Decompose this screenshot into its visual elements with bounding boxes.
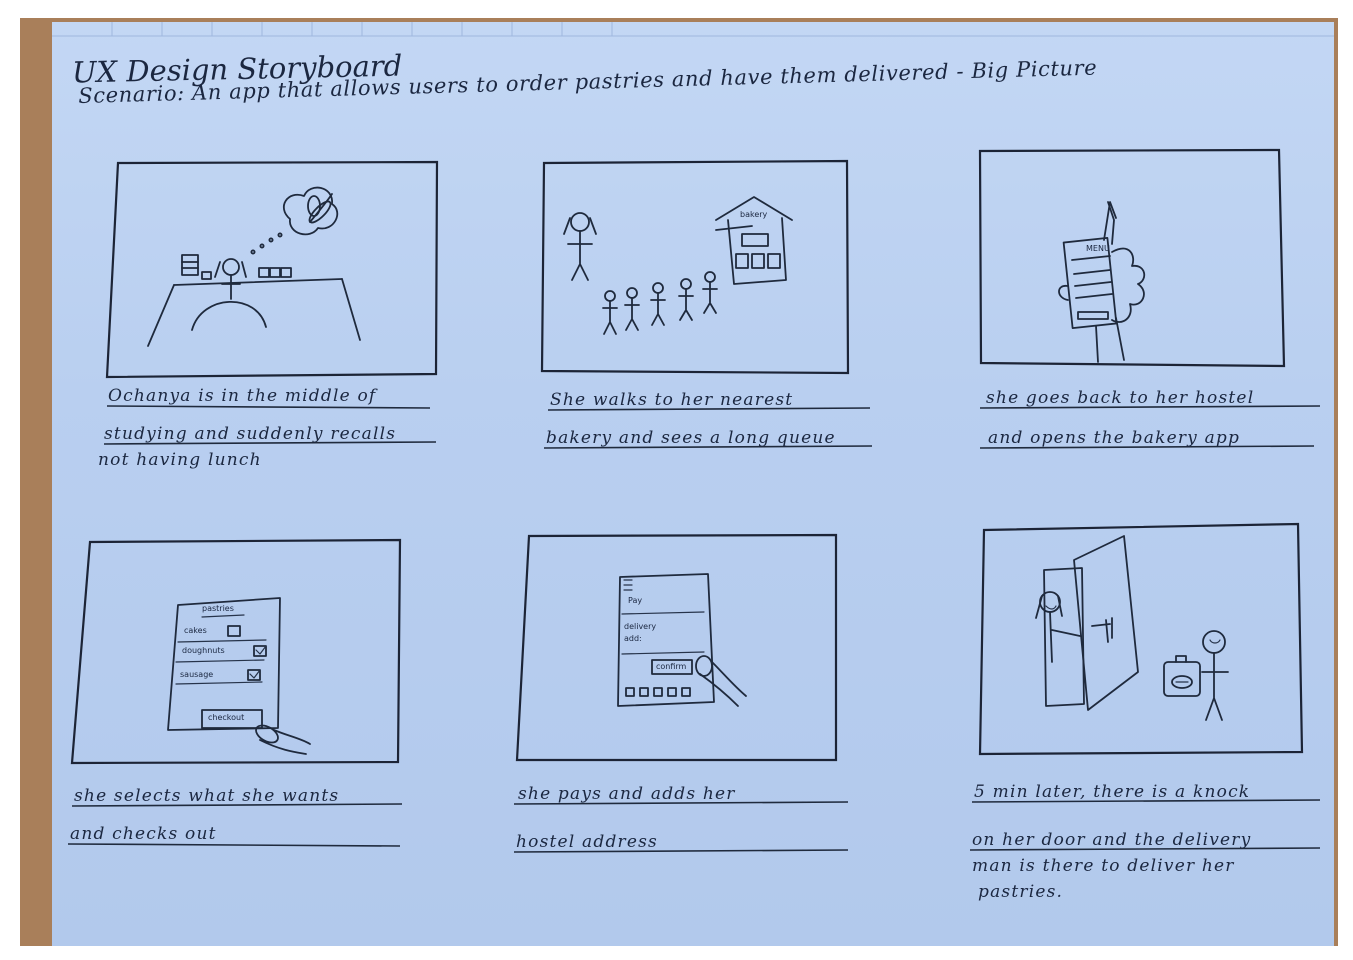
panel-4-frame xyxy=(70,538,402,765)
panel-3-caption-line-1: she goes back to her hostel xyxy=(986,388,1255,408)
confirm-button-sketch: confirm xyxy=(656,662,687,671)
pastries-list-header: pastries xyxy=(202,604,234,613)
panel-1-caption-line-3: not having lunch xyxy=(98,450,262,470)
panel-1-caption-line-1: Ochanya is in the middle of xyxy=(108,386,377,406)
panel-6-caption-line-4: pastries. xyxy=(978,882,1064,902)
panel-4-drawing xyxy=(167,597,311,755)
panel-1-drawing xyxy=(147,186,361,347)
panel-3-frame xyxy=(978,148,1286,368)
panel-4-caption-line-2: and checks out xyxy=(70,824,217,844)
photo: UX Design Storyboard Scenario: An app th… xyxy=(20,18,1338,946)
panel-2-caption-line-1: She walks to her nearest xyxy=(550,390,794,410)
delivery-label-sketch: delivery xyxy=(624,622,657,631)
panel-3-drawing xyxy=(1058,201,1146,363)
panel-1-frame xyxy=(105,160,439,379)
item-cakes: cakes xyxy=(184,626,207,635)
panel-3-caption-line-2: and opens the bakery app xyxy=(988,428,1241,448)
menu-sign-label: MENU xyxy=(1086,244,1110,253)
panel-5-caption-line-1: she pays and adds her xyxy=(518,784,736,804)
storyboard-sketch xyxy=(52,22,1334,853)
panel-5-frame xyxy=(515,533,838,762)
address-label-sketch: add: xyxy=(624,634,642,643)
panel-5-caption-line-2: hostel address xyxy=(516,832,658,852)
panel-6-caption-line-1: 5 min later, there is a knock xyxy=(974,782,1251,802)
panel-6-caption-line-3: man is there to deliver her xyxy=(972,856,1235,876)
item-doughnuts: doughnuts xyxy=(182,646,225,655)
panel-6-caption-line-2: on her door and the delivery xyxy=(972,830,1252,850)
caption-rules xyxy=(67,405,1321,853)
panel-2-frame xyxy=(540,159,850,375)
panel-2-drawing xyxy=(563,196,793,335)
item-sausage: sausage xyxy=(180,670,214,679)
grid-lines xyxy=(52,22,1334,37)
panel-6-drawing xyxy=(1035,535,1229,721)
checkout-button-sketch: checkout xyxy=(208,713,245,722)
pay-heading-sketch: Pay xyxy=(628,596,643,605)
queue-figures xyxy=(602,271,718,335)
panel-2-caption-line-2: bakery and sees a long queue xyxy=(546,428,836,448)
panel-1-caption-line-2: studying and suddenly recalls xyxy=(104,424,397,444)
sketchbook-page: UX Design Storyboard Scenario: An app th… xyxy=(52,22,1334,946)
panel-5-drawing xyxy=(617,573,747,707)
panel-6-frame xyxy=(978,522,1304,756)
panel-4-caption-line-1: she selects what she wants xyxy=(74,786,340,806)
bakery-sign-label: bakery xyxy=(740,210,768,219)
